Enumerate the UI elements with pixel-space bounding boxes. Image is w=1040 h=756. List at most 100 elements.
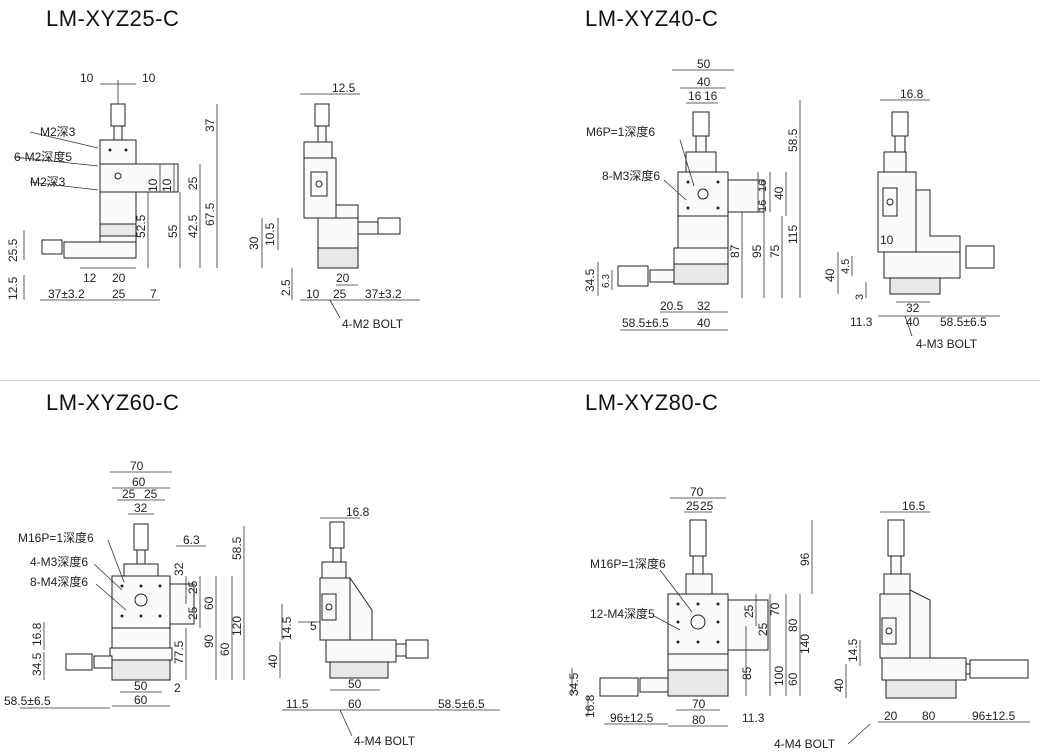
xyz60-front-bottom-1: 50 <box>134 679 148 693</box>
xyz60-front-top-3: 25 <box>144 487 158 501</box>
xyz25-side-top: 12.5 <box>332 81 356 95</box>
xyz40-side-left-2: 3 <box>854 294 866 300</box>
xyz40-side-left-0: 40 <box>823 268 837 282</box>
title-xyz60: LM-XYZ60-C <box>46 390 180 415</box>
xyz60-front-left-0: 16.8 <box>30 622 44 646</box>
xyz25-front-view <box>13 80 218 301</box>
xyz40-side-bolt: 4-M3 BOLT <box>916 337 978 351</box>
xyz40-front-right-0: 58.5 <box>786 128 800 152</box>
xyz80-side-top: 16.5 <box>902 499 926 513</box>
xyz80-side-view <box>845 511 1030 745</box>
xyz80-side-left-0: 14.5 <box>846 638 860 662</box>
xyz25-front-note-1: 6-M2深度5 <box>14 149 72 164</box>
xyz60-front-bottom-3: 2 <box>174 681 181 695</box>
xyz40-front-top-2: 16 <box>688 89 702 103</box>
xyz40-front-right-3: 40 <box>772 186 786 200</box>
xyz40-front-note-0: M6P=1深度6 <box>586 124 655 139</box>
xyz80-front-bottom-3: 11.3 <box>742 711 765 725</box>
xyz40-side-bottom-2: 40 <box>906 315 920 329</box>
xyz40-front-bottom-2: 58.5±6.5 <box>622 316 669 330</box>
xyz60-front-top-4: 32 <box>134 501 148 515</box>
xyz80-front-left-0: 34.5 <box>567 672 581 696</box>
xyz40-front-right-4: 87 <box>728 244 742 258</box>
xyz60-front-note-1: 4-M3深度6 <box>30 554 88 569</box>
xyz80-front-right-4: 80 <box>786 618 800 632</box>
xyz80-front-right-3: 70 <box>768 602 782 616</box>
xyz60-front-right-9: 77.5 <box>172 640 186 664</box>
xyz25-front-bottom-1: 20 <box>112 271 126 285</box>
title-xyz40: LM-XYZ40-C <box>585 6 719 31</box>
xyz80-front-bottom-1: 70 <box>692 697 706 711</box>
xyz60-front-note-0: M16P=1深度6 <box>18 530 94 545</box>
xyz80-front-top-1: 25 <box>686 499 700 513</box>
xyz60-side-left-2: 40 <box>266 654 280 668</box>
xyz40-side-mid: 10 <box>880 233 894 247</box>
xyz80-side-bottom-2: 96±12.5 <box>972 709 1016 723</box>
xyz80-front-top-0: 70 <box>690 485 704 499</box>
xyz25-front-right-2: 10 <box>160 178 174 192</box>
quadrant-divider <box>0 380 1040 381</box>
xyz25-side-bottom-1: 10 <box>306 287 320 301</box>
xyz25-side-bottom-2: 25 <box>333 287 347 301</box>
xyz60-front-right-4: 25 <box>186 606 200 620</box>
xyz80-front-right-0: 96 <box>798 552 812 566</box>
xyz25-front-left-1: 12.5 <box>6 276 20 300</box>
xyz60-front-right-2: 32 <box>172 562 186 576</box>
xyz40-front-left-1: 6.3 <box>601 274 612 288</box>
xyz40-front-left-0: 34.5 <box>583 268 597 292</box>
xyz25-side-left-2: 2.5 <box>279 279 293 296</box>
xyz60-side-bottom-1: 11.5 <box>286 697 309 711</box>
xyz80-side-bottom-0: 20 <box>884 709 898 723</box>
xyz80-front-right-6: 100 <box>772 666 786 686</box>
xyz40-side-top: 16.8 <box>900 87 924 101</box>
xyz80-front-bottom-2: 80 <box>692 713 706 727</box>
xyz60-side-top: 16.8 <box>346 505 370 519</box>
xyz25-side-bottom-3: 37±3.2 <box>365 287 402 301</box>
xyz60-front-bottom-0: 58.5±6.5 <box>4 694 51 708</box>
xyz60-front-right-3: 25 <box>186 580 200 594</box>
xyz40-front-right-2: 16 <box>757 200 769 212</box>
xyz25-front-note-2: M2深3 <box>30 175 66 189</box>
xyz60-side-left-1: 5 <box>310 619 317 633</box>
xyz60-front-bottom-2: 60 <box>134 693 148 707</box>
xyz40-front-note-1: 8-M3深度6 <box>602 168 660 183</box>
xyz25-front-right-7: 67.5 <box>203 202 217 226</box>
xyz40-front-bottom-3: 40 <box>697 316 711 330</box>
xyz60-front-right-5: 60 <box>202 596 216 610</box>
xyz25-front-right-4: 52.5 <box>134 214 148 238</box>
title-xyz25: LM-XYZ25-C <box>46 6 180 31</box>
xyz80-side-bolt: 4-M4 BOLT <box>774 737 836 751</box>
xyz40-front-right-6: 75 <box>768 244 782 258</box>
xyz80-front-bottom-0: 96±12.5 <box>610 711 654 725</box>
xyz80-front-right-5: 140 <box>798 634 812 654</box>
xyz25-front-right-1: 10 <box>146 178 160 192</box>
xyz40-side-view <box>837 99 1000 337</box>
xyz80-front-right-1: 25 <box>742 604 756 618</box>
xyz80-front-note-1: 12-M4深度5 <box>590 606 655 621</box>
xyz25-side-bottom-0: 20 <box>336 271 350 285</box>
xyz25-front-bottom-2: 37±3.2 <box>48 287 85 301</box>
xyz40-front-top-1: 40 <box>697 75 711 89</box>
xyz80-front-right-7: 60 <box>786 672 800 686</box>
xyz25-side-bolt: 4-M2 BOLT <box>342 317 404 331</box>
xyz40-front-bottom-0: 20.5 <box>660 299 684 313</box>
xyz25-side-left-1: 10.5 <box>263 222 277 246</box>
xyz25-front-bottom-0: 12 <box>83 271 97 285</box>
xyz25-front-right-6: 42.5 <box>186 214 200 238</box>
xyz40-front-top-3: 16 <box>704 89 718 103</box>
xyz60-front-top-0: 70 <box>130 459 144 473</box>
xyz25-side-view <box>261 93 420 319</box>
xyz40-side-bottom-0: 32 <box>906 301 920 315</box>
xyz40-front-right-5: 95 <box>750 244 764 258</box>
xyz25-front-right-0: 37 <box>203 118 217 132</box>
xyz80-side-left-1: 40 <box>832 678 846 692</box>
xyz40-front-top-0: 50 <box>697 57 711 71</box>
xyz80-front-top-2: 25 <box>700 499 714 513</box>
xyz60-side-bottom-3: 58.5±6.5 <box>438 697 485 711</box>
xyz80-side-bottom-1: 80 <box>922 709 936 723</box>
xyz80-front-left-1: 16.8 <box>583 694 597 718</box>
xyz25-side-left-0: 30 <box>247 236 261 250</box>
xyz60-side-bolt: 4-M4 BOLT <box>354 734 416 748</box>
xyz40-side-left-1: 4.5 <box>840 259 852 274</box>
